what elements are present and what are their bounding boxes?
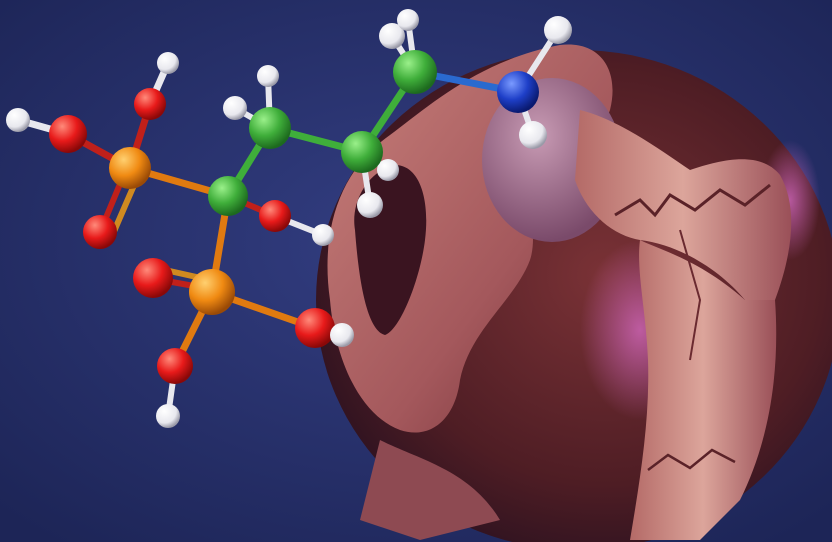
hydrogen-atom [519, 121, 547, 149]
carbon-atom [341, 131, 383, 173]
hydrogen-atom [544, 16, 572, 44]
oxygen-atom [134, 88, 166, 120]
hydrogen-atom [223, 96, 247, 120]
oxygen-atom [295, 308, 335, 348]
oxygen-atom [133, 258, 173, 298]
hydrogen-atom [6, 108, 30, 132]
femur-shaft [630, 240, 777, 540]
oxygen-atom [259, 200, 291, 232]
lower-pelvis [360, 440, 500, 540]
hydrogen-atom [330, 323, 354, 347]
hydrogen-atom [379, 23, 405, 49]
oxygen-atom [83, 215, 117, 249]
phosphorus-atom [109, 147, 151, 189]
fracture-line [614, 183, 771, 218]
carbon-atom [393, 50, 437, 94]
bone-illustration [316, 44, 832, 542]
carbon-atom [249, 107, 291, 149]
carbon-atom [208, 176, 248, 216]
nitrogen-atom [497, 71, 539, 113]
hydrogen-atom [357, 192, 383, 218]
hydrogen-atom [157, 52, 179, 74]
fracture-line [679, 229, 702, 361]
oxygen-atom [49, 115, 87, 153]
molecule-model [6, 9, 572, 428]
atoms [6, 9, 572, 428]
hydrogen-atom [397, 9, 419, 31]
phosphorus-atom [189, 269, 235, 315]
hydrogen-atom [377, 159, 399, 181]
hydrogen-atom [257, 65, 279, 87]
oxygen-atom [157, 348, 193, 384]
femur-neck [575, 110, 792, 300]
hydrogen-atom [156, 404, 180, 428]
fracture-line [647, 448, 736, 471]
hydrogen-atom [312, 224, 334, 246]
